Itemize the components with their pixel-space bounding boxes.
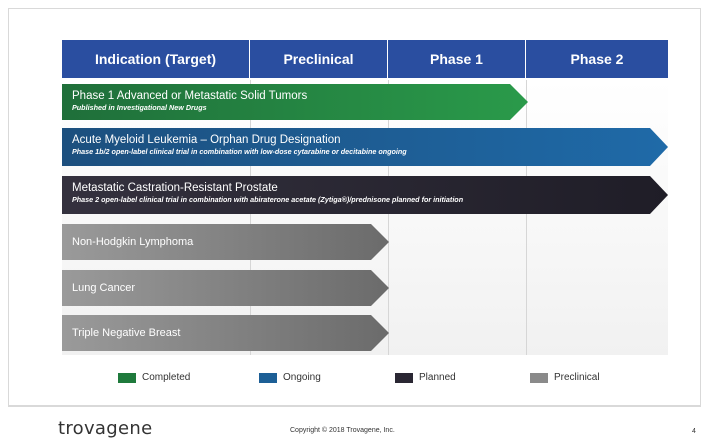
bar-title: Acute Myeloid Leukemia – Orphan Drug Des… [72, 134, 341, 146]
column-divider [526, 80, 527, 355]
header-phase-2: Phase 2 [526, 40, 668, 78]
footer-divider [8, 406, 701, 407]
pipeline-table: Indication (Target) Preclinical Phase 1 … [62, 40, 668, 355]
legend-item-preclinical: Preclinical [530, 372, 600, 383]
column-divider [388, 80, 389, 355]
bar-title: Phase 1 Advanced or Metastatic Solid Tum… [72, 90, 308, 102]
legend-label: Preclinical [554, 372, 600, 383]
pipeline-bar-breast: Triple Negative Breast [62, 315, 389, 351]
legend-label: Planned [419, 372, 456, 383]
swatch-icon [259, 372, 277, 383]
header-row: Indication (Target) Preclinical Phase 1 … [62, 40, 668, 78]
header-indication: Indication (Target) [62, 40, 250, 78]
header-phase-1: Phase 1 [388, 40, 526, 78]
bar-title: Triple Negative Breast [72, 327, 181, 339]
page-number: 4 [692, 428, 696, 435]
legend-label: Completed [142, 372, 191, 383]
company-logo: trovagene [58, 418, 153, 439]
swatch-icon [118, 372, 136, 383]
swatch-icon [530, 372, 548, 383]
column-divider [250, 80, 251, 355]
slide-frame [8, 8, 701, 406]
legend: Completed Ongoing Planned Preclinical [0, 372, 711, 388]
bar-title: Lung Cancer [72, 282, 135, 294]
bar-subtitle: Phase 1b/2 open-label clinical trial in … [72, 147, 407, 156]
header-preclinical: Preclinical [250, 40, 388, 78]
pipeline-bar-prostate: Metastatic Castration-Resistant Prostate… [62, 176, 668, 214]
legend-item-ongoing: Ongoing [259, 372, 321, 383]
pipeline-bar-lung: Lung Cancer [62, 270, 389, 306]
grid-background [62, 80, 668, 355]
bar-title: Non-Hodgkin Lymphoma [72, 236, 194, 248]
pipeline-bar-aml: Acute Myeloid Leukemia – Orphan Drug Des… [62, 128, 668, 166]
bar-subtitle: Phase 2 open-label clinical trial in com… [72, 195, 464, 204]
copyright-text: Copyright © 2018 Trovagene, Inc. [290, 427, 395, 434]
swatch-icon [395, 372, 413, 383]
legend-item-completed: Completed [118, 372, 190, 383]
legend-item-planned: Planned [395, 372, 456, 383]
pipeline-bar-solid-tumors: Phase 1 Advanced or Metastatic Solid Tum… [62, 84, 528, 120]
legend-label: Ongoing [283, 372, 321, 383]
bar-title: Metastatic Castration-Resistant Prostate [72, 182, 278, 194]
pipeline-bar-nhl: Non-Hodgkin Lymphoma [62, 224, 389, 260]
bar-subtitle: Published in Investigational New Drugs [72, 103, 207, 112]
